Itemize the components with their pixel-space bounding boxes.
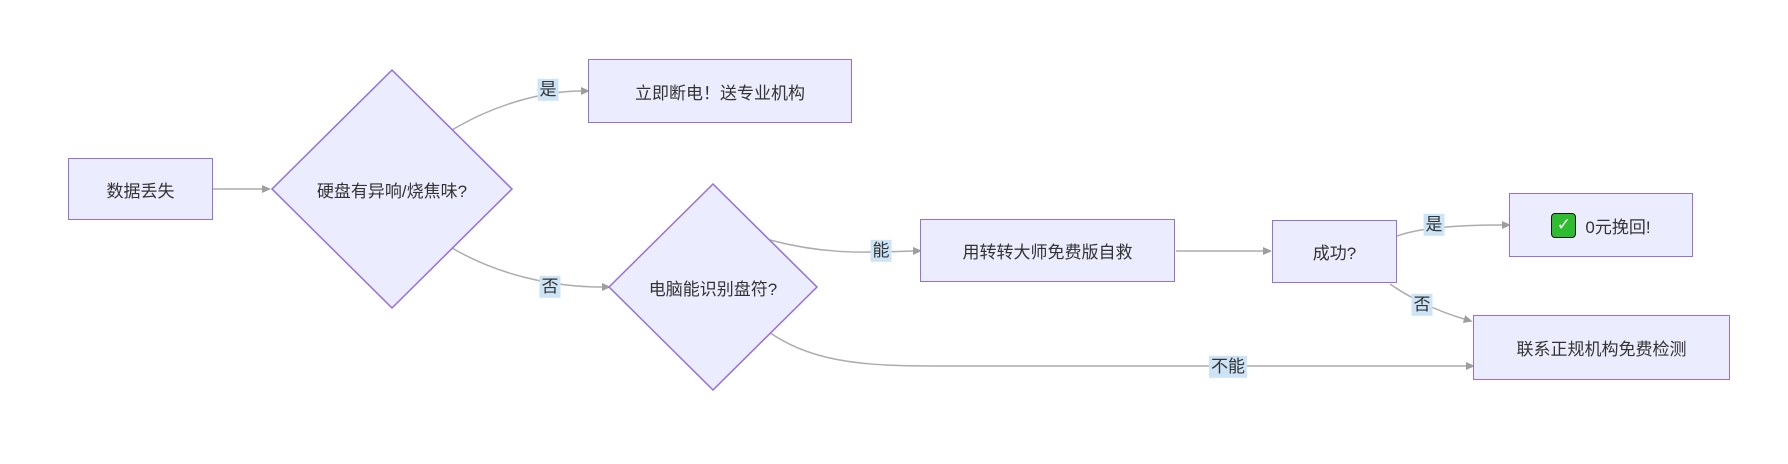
node-free-recovery-label: 用转转大师免费版自救 [962,243,1133,262]
edge-driveletter-can-to-recovery [769,239,922,255]
node-free-recovery: 用转转大师免费版自救 [920,219,1175,282]
node-hdd-noise-decision-shape [270,68,514,310]
edge-label-yes-2: 是 [1423,213,1445,237]
node-contact-agency: 联系正规机构免费检测 [1473,315,1730,380]
edge-driveletter-cannot-to-agency [754,321,1475,370]
node-drive-letter-decision-shape [607,182,819,392]
node-data-loss-label: 数据丢失 [106,181,175,201]
edge-noise-no-to-driveletter [451,247,611,291]
edge-label-cannot: 不能 [1209,355,1247,379]
node-success-decision: 成功? [1272,220,1397,283]
node-success-decision-label: 成功? [1312,244,1357,263]
edge-label-can: 能 [870,239,892,263]
node-zero-cost-recovered: 0元挽回! [1509,193,1693,257]
edge-label-yes-1: 是 [537,78,559,102]
node-data-loss: 数据丢失 [68,158,213,220]
edge-label-no-2: 否 [1411,293,1433,317]
edge-success-yes-to-recovered [1396,221,1511,237]
node-power-off-label: 立即断电！送专业机构 [635,83,805,103]
node-contact-agency-label: 联系正规机构免费检测 [1516,340,1687,359]
edge-label-no-1: 否 [539,275,561,299]
edge-noise-yes-to-poweroff [451,87,590,131]
node-zero-cost-recovered-label: 0元挽回! [1585,217,1651,237]
node-power-off: 立即断电！送专业机构 [588,59,852,123]
check-mark-icon [1551,212,1577,238]
